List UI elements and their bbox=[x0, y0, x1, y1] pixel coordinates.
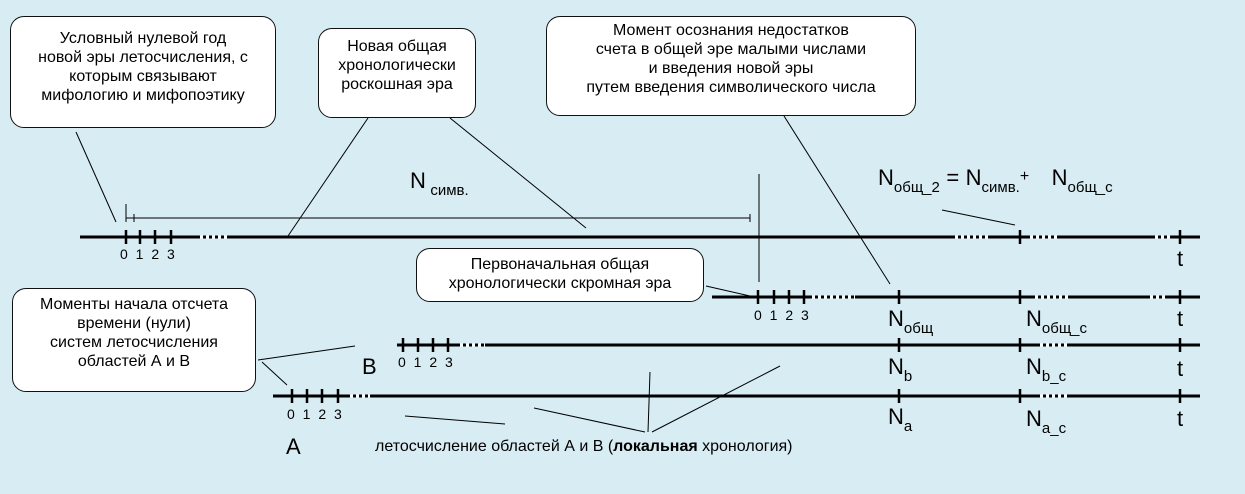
label-n-b-c: Nb_c bbox=[1026, 354, 1066, 385]
callout-line: хронологически bbox=[338, 57, 456, 74]
callout-line: Новая общая bbox=[347, 38, 447, 55]
axis-t-label: t bbox=[1177, 306, 1184, 331]
equals-sign: = bbox=[946, 165, 960, 190]
symbol-n: N bbox=[878, 165, 894, 190]
subscript: b_c bbox=[1041, 368, 1067, 385]
callout-line: Условный нулевой год bbox=[59, 30, 227, 47]
tick-labels-region-b: 0 1 2 3 bbox=[398, 354, 455, 370]
region-b-label: В bbox=[362, 354, 377, 379]
axis-t-label: t bbox=[1177, 356, 1184, 381]
callout-local-zeros: Моменты начала отсчета времени (нули) си… bbox=[12, 288, 256, 392]
callout-awareness: Момент осознания недостатков счета в общ… bbox=[546, 16, 916, 116]
callout-line: Моменты начала отсчета bbox=[40, 296, 228, 313]
formula: Nобщ_2 = Nсимв.+ Nобщ_с bbox=[878, 165, 1113, 196]
label-n-total: Nобщ bbox=[888, 306, 933, 337]
label-n-total-c: Nобщ_с bbox=[1026, 306, 1087, 337]
plus-sign: + bbox=[1019, 168, 1030, 185]
ticks-total bbox=[756, 290, 1182, 304]
caption-bold: локальная bbox=[613, 438, 698, 455]
local-chronology-caption: летосчисление областей А и В (локальная … bbox=[375, 438, 793, 456]
axis-t-label: t bbox=[1177, 406, 1184, 431]
label-n-a: Na bbox=[888, 404, 912, 435]
symbol-n: N bbox=[965, 165, 982, 190]
timeline-gaps bbox=[200, 235, 1170, 398]
callout-line: счета в общей эре малыми числами bbox=[595, 41, 867, 58]
callout-line: Первоначальная общая bbox=[470, 256, 650, 273]
region-a-label: А bbox=[286, 434, 301, 459]
ticks-region-b bbox=[401, 338, 1182, 352]
subscript: симв. bbox=[981, 179, 1020, 196]
subscript: симв. bbox=[430, 182, 469, 199]
symbolic-span-bracket bbox=[125, 174, 760, 282]
symbol-n: N bbox=[410, 168, 426, 193]
subscript: общ_с bbox=[1041, 320, 1088, 337]
subscript: b bbox=[903, 368, 913, 385]
callout-line: которым связывают bbox=[69, 68, 217, 85]
symbol-n: N bbox=[1051, 165, 1068, 190]
callout-zero-year: Условный нулевой год новой эры летосчисл… bbox=[10, 16, 276, 128]
callout-line: времени (нули) bbox=[77, 315, 191, 332]
tick-labels-symbolic: 0 1 2 3 bbox=[120, 246, 177, 262]
tick-labels-region-a: 0 1 2 3 bbox=[287, 406, 344, 422]
callout-line: путем введения символического числа bbox=[586, 79, 876, 96]
subscript: a bbox=[903, 418, 913, 435]
ticks-symbolic bbox=[124, 230, 1182, 244]
ticks-region-a bbox=[290, 389, 1182, 403]
callout-line: областей А и В bbox=[77, 353, 191, 370]
pointer-lines bbox=[75, 115, 1016, 433]
symbol-n: N bbox=[1026, 306, 1042, 331]
callout-modest-era: Первоначальная общая хронологически скро… bbox=[416, 248, 704, 302]
callout-luxury-era: Новая общая хронологически роскошная эра bbox=[318, 28, 476, 118]
symbolic-number-label: N симв. bbox=[410, 168, 469, 199]
symbol-n: N bbox=[1026, 354, 1042, 379]
label-n-b: Nb bbox=[888, 354, 912, 385]
symbol-n: N bbox=[888, 404, 904, 429]
caption-text: летосчисление областей А и В ( bbox=[375, 438, 614, 455]
subscript: a_c bbox=[1041, 420, 1067, 437]
callout-line: Момент осознания недостатков bbox=[613, 22, 849, 39]
subscript: общ bbox=[903, 320, 934, 337]
callout-line: мифологию и мифопоэтику bbox=[41, 87, 245, 104]
symbol-n: N bbox=[888, 306, 904, 331]
symbol-n: N bbox=[1026, 406, 1042, 431]
label-n-a-c: Na_c bbox=[1026, 406, 1066, 437]
subscript: общ_с bbox=[1067, 179, 1113, 196]
axis-t-label: t bbox=[1177, 246, 1184, 271]
callout-line: систем летосчисления bbox=[50, 334, 218, 351]
callout-line: новой эры летосчисления, с bbox=[38, 49, 248, 66]
callout-line: и введения новой эры bbox=[648, 60, 814, 77]
callout-line: роскошная эра bbox=[341, 76, 453, 93]
tick-labels-total: 0 1 2 3 bbox=[754, 307, 811, 323]
symbol-n: N bbox=[888, 354, 904, 379]
caption-text: хронология) bbox=[697, 438, 793, 455]
subscript: общ_2 bbox=[893, 179, 940, 196]
callout-line: хронологически скромная эра bbox=[448, 275, 672, 292]
